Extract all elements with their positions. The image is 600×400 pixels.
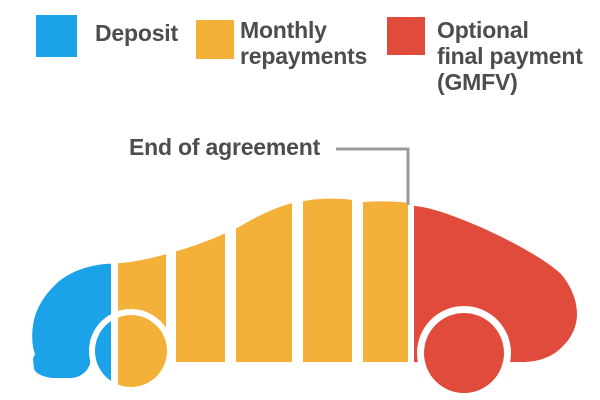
rear-wheel-disc	[424, 313, 504, 393]
monthly-repayment-stripe	[176, 198, 225, 378]
legend-label-gmfv: Optional final payment (GMFV)	[437, 17, 583, 95]
deposit-swatch-icon	[36, 15, 77, 57]
end-of-agreement-label: End of agreement	[129, 134, 321, 160]
gmfv-swatch-icon	[387, 17, 425, 55]
legend-label-monthly-repayments: Monthly repayments	[240, 17, 368, 69]
rear-wheel	[417, 306, 511, 400]
monthly-repayment-stripe	[363, 198, 408, 378]
monthly-repayment-stripe	[303, 198, 352, 378]
legend-label-deposit: Deposit	[95, 20, 178, 46]
monthly-repayments-swatch-icon	[196, 20, 234, 59]
monthly-repayment-stripe	[236, 198, 292, 378]
front-wheel	[89, 309, 173, 393]
end-of-agreement-leader-line	[336, 147, 410, 205]
